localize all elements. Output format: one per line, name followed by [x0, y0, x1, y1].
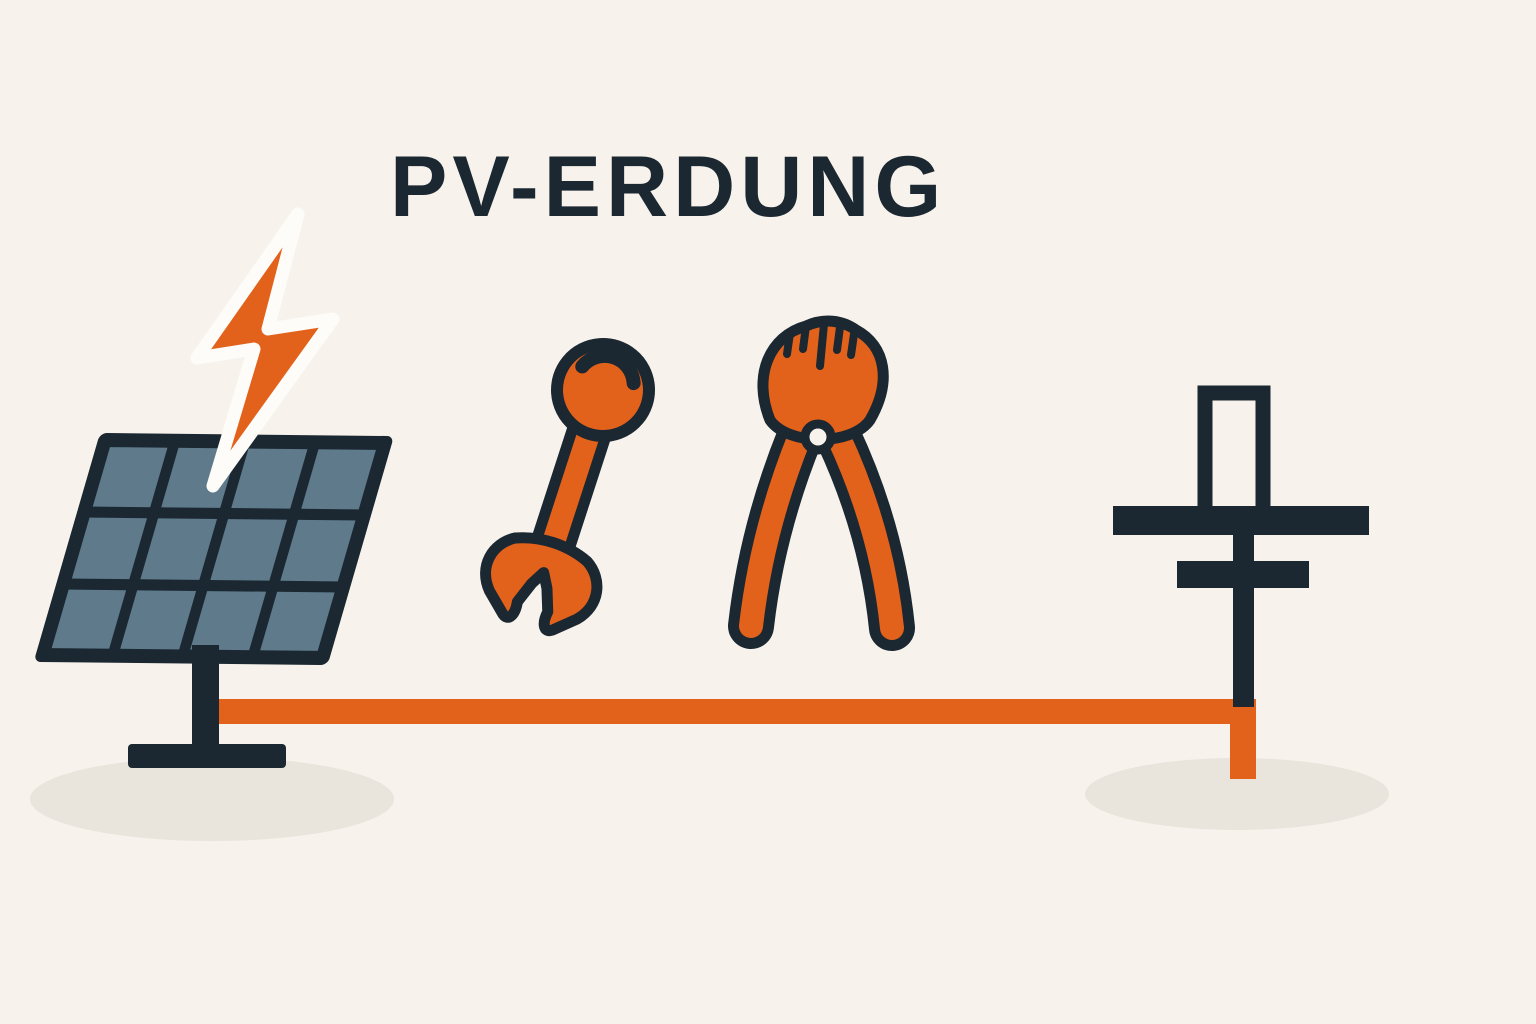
page-title: PV-ERDUNG: [390, 139, 947, 235]
rod-shadow: [1085, 758, 1389, 830]
wrench-icon: [480, 338, 655, 637]
lightning-bolt-icon: [190, 207, 340, 493]
rod-bar-wide: [1113, 506, 1369, 535]
rod-top-bracket: [1197, 385, 1271, 523]
jaw-serrations: [783, 320, 858, 370]
ground-rod-symbol: [1113, 385, 1369, 707]
grounding-cable: [206, 699, 1256, 779]
pliers-icon: [728, 315, 915, 651]
rod-vertical: [1233, 512, 1254, 707]
panel-foot: [128, 744, 286, 768]
panel-leg: [192, 645, 219, 756]
rod-bar-narrow: [1177, 561, 1309, 588]
pliers-pivot: [800, 419, 836, 455]
panel-grid: [35, 432, 393, 665]
panel-shadow: [30, 757, 394, 841]
solar-panel: [35, 432, 393, 768]
